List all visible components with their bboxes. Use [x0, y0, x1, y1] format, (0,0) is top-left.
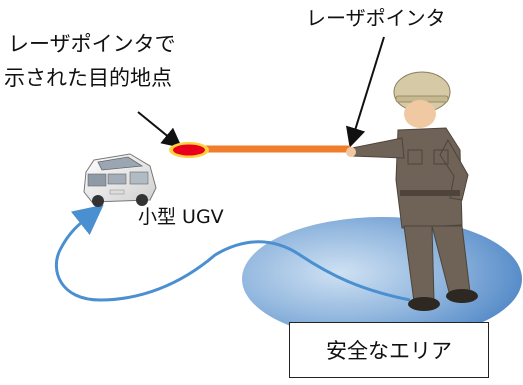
pointer-leader-arrow: [346, 36, 385, 148]
laser-dot-icon: [169, 142, 209, 158]
target-leader-arrow: [137, 111, 183, 149]
ugv-label: 小型 UGV: [138, 206, 224, 228]
laser-pointer-label: レーザポインタ: [306, 6, 446, 30]
safe-area-label: 安全なエリア: [326, 339, 452, 363]
target-label-line2: 示された目的地点: [4, 66, 172, 90]
ugv-vehicle-icon: [83, 153, 157, 207]
ugv-path-arrow: [54, 204, 411, 302]
soldier-figure-icon: [346, 71, 478, 311]
target-label-line1: レーザポインタで: [8, 32, 176, 56]
safe-area-box: 安全なエリア: [289, 322, 489, 378]
